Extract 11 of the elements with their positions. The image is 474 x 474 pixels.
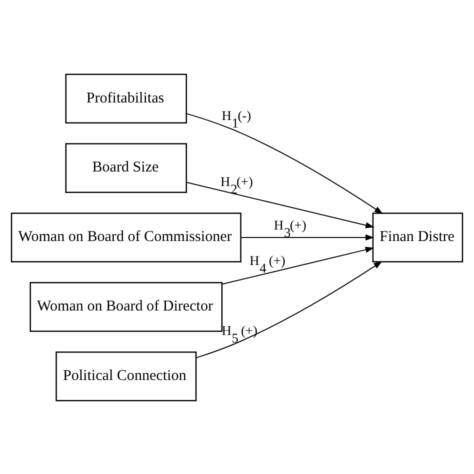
node-box: Woman on Board of Director <box>30 282 223 332</box>
node-box: Board Size <box>65 142 187 192</box>
arrow <box>241 234 374 240</box>
arrow <box>196 260 382 358</box>
node-box: Political Connection <box>56 351 197 401</box>
arrow <box>186 181 374 228</box>
node-box: Profitabilitas <box>65 73 187 123</box>
node-box: Woman on Board of Commissioner <box>10 212 242 262</box>
node-box: Finan Distre <box>372 212 464 262</box>
arrow <box>186 112 384 214</box>
arrow <box>222 246 374 284</box>
